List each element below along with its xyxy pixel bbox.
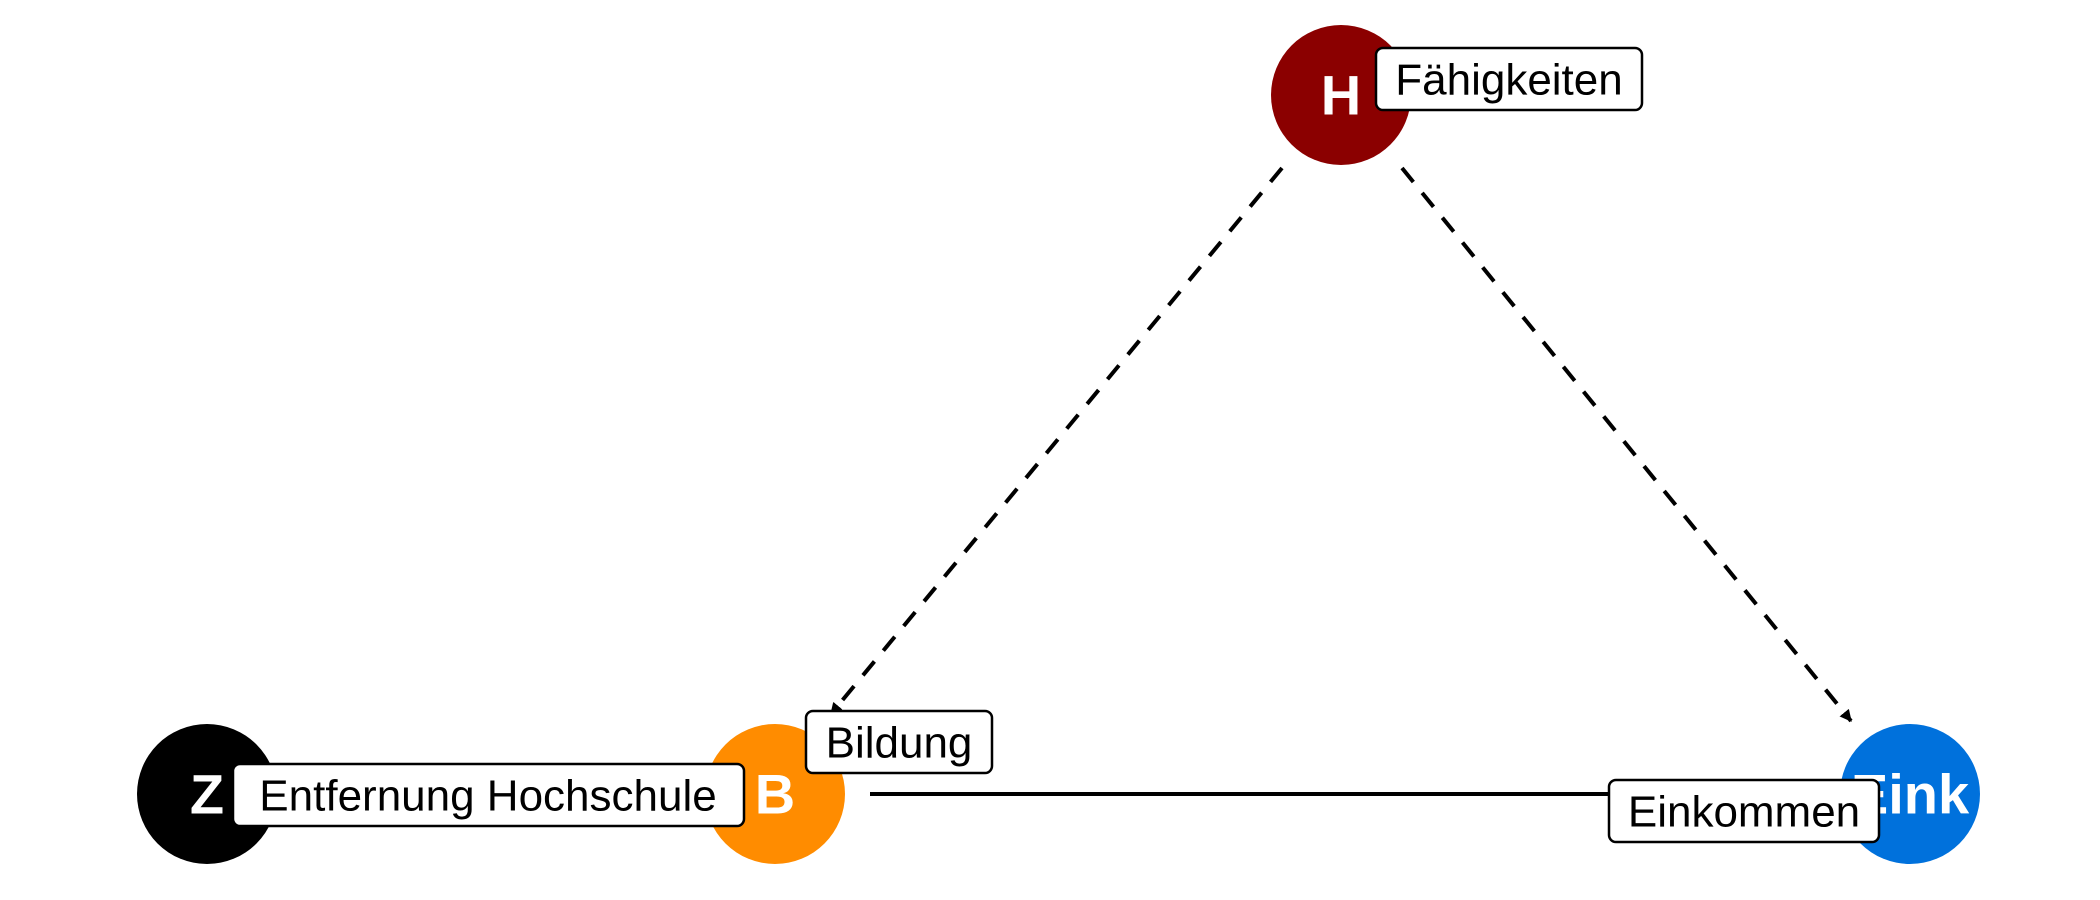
node-z-letter: Z	[190, 763, 224, 826]
node-h-letter: H	[1321, 64, 1361, 127]
label-einkommen-box	[1607, 778, 1881, 844]
label-bildung: Bildung	[804, 709, 994, 775]
label-faehigkeiten: Fähigkeiten	[1374, 46, 1644, 112]
label-faehigkeiten-box	[1374, 46, 1644, 112]
label-bildung-box	[804, 709, 994, 775]
node-b-letter: B	[755, 763, 795, 826]
node-z-circle	[137, 724, 277, 864]
label-einkommen-text: Einkommen	[1628, 788, 1860, 837]
edge-h-to-eink	[1400, 166, 1853, 723]
label-bildung-text: Bildung	[826, 719, 973, 768]
label-entfernung-hochschule-box	[231, 762, 746, 828]
label-entfernung-hochschule-text: Entfernung Hochschule	[259, 772, 716, 821]
label-einkommen: Einkommen	[1607, 778, 1881, 844]
label-faehigkeiten-text: Fähigkeiten	[1395, 56, 1622, 105]
edge-h-to-b	[829, 166, 1284, 716]
edges	[829, 166, 1853, 796]
node-z[interactable]: Z	[137, 724, 277, 864]
label-entfernung-hochschule: Entfernung Hochschule	[231, 762, 746, 828]
